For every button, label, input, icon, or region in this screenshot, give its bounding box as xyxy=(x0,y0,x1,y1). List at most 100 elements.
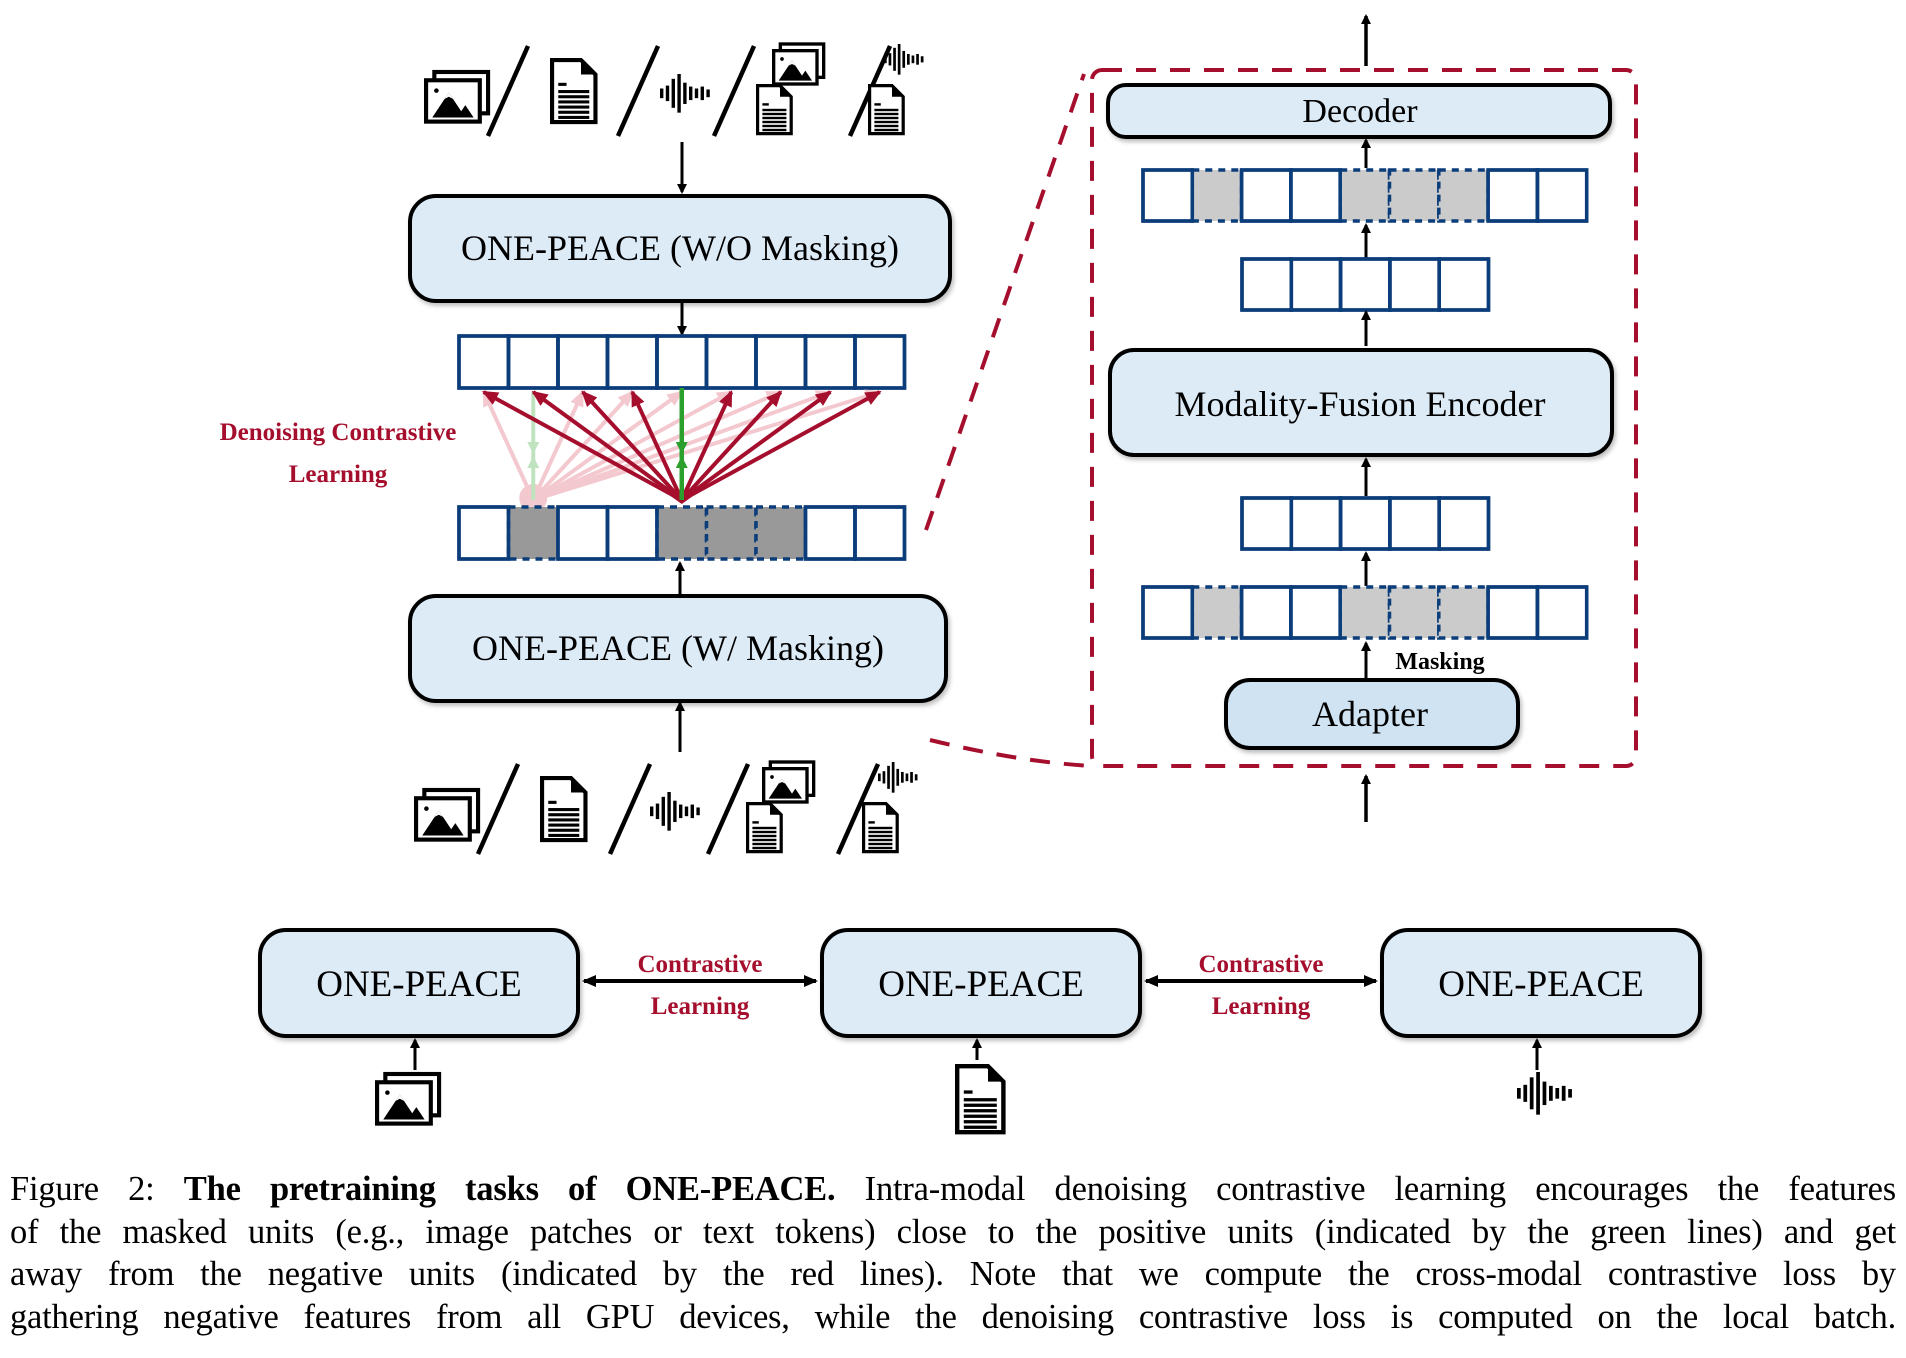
modality-separator xyxy=(607,763,653,855)
cross-modal-encoder-label: ONE-PEACE xyxy=(316,964,522,1005)
pretraining-diagram: ONE-PEACE (W/O Masking) Denoising Contra… xyxy=(220,14,1702,1135)
cross-modal-encoder: ONE-PEACE xyxy=(1380,928,1702,1115)
document-icon xyxy=(955,1064,1006,1135)
encoder-with-masking-label: ONE-PEACE (W/ Masking) xyxy=(472,628,884,668)
bottom-input-modalities xyxy=(414,760,918,855)
token xyxy=(803,505,857,561)
token xyxy=(457,505,511,561)
token xyxy=(506,334,560,390)
encoder-output-row xyxy=(1240,257,1491,312)
token xyxy=(605,334,659,390)
decoder: Decoder xyxy=(1106,83,1612,139)
masked-input-row xyxy=(1141,585,1589,640)
masked-token-row xyxy=(457,505,907,561)
token xyxy=(1239,168,1293,223)
denoising-label-line1: Denoising Contrastive xyxy=(220,419,457,446)
modality-fusion-encoder-label: Modality-Fusion Encoder xyxy=(1175,384,1546,424)
modality-fusion-encoder: Modality-Fusion Encoder xyxy=(1108,348,1614,457)
audio-text-icon xyxy=(868,44,924,136)
modality-separator xyxy=(835,763,881,855)
encoder-with-masking: ONE-PEACE (W/ Masking) xyxy=(408,594,948,703)
document-icon xyxy=(746,802,783,854)
masked-token xyxy=(1190,168,1244,223)
modality-separator xyxy=(711,45,757,137)
masked-token xyxy=(1387,585,1441,640)
audio-text-icon xyxy=(862,762,918,854)
audio-wave-icon xyxy=(884,44,924,75)
unmasked-token-row xyxy=(457,334,907,390)
denoising-contrastive-arrows xyxy=(481,388,882,512)
token xyxy=(1535,585,1589,640)
document-icon xyxy=(550,58,598,125)
masked-token xyxy=(704,505,758,561)
audio-wave-icon xyxy=(650,792,700,831)
figure-caption: Figure 2: The pretraining tasks of ONE-P… xyxy=(10,1168,1896,1338)
token-outline xyxy=(1289,585,1342,640)
callout-connector-top xyxy=(924,73,1086,531)
document-icon xyxy=(540,776,588,843)
image-icon xyxy=(772,42,826,86)
caption-line1-rest: Intra-modal denoising contrastive learni… xyxy=(835,1170,1897,1208)
positive-link-arrows xyxy=(675,442,688,468)
token xyxy=(853,505,907,561)
token xyxy=(1141,585,1195,640)
token xyxy=(853,334,907,390)
token-outline xyxy=(1141,168,1195,223)
caption-title: The pretraining tasks of ONE-PEACE. xyxy=(183,1170,836,1208)
token xyxy=(1141,168,1195,223)
negative-link xyxy=(680,390,882,502)
negative-link-faint xyxy=(481,390,536,501)
callout-connector-bottom xyxy=(929,738,1093,768)
positive-link-faint-arrows xyxy=(527,442,540,468)
negative-link xyxy=(680,390,783,502)
modality-separator xyxy=(615,45,661,137)
token xyxy=(1486,168,1540,223)
cross-modal-encoder-label: ONE-PEACE xyxy=(878,964,1084,1005)
cross-modal-encoder: ONE-PEACE xyxy=(258,928,580,1126)
token xyxy=(1338,257,1392,312)
cross-modal-encoder-label: ONE-PEACE xyxy=(1438,964,1644,1005)
masked-token xyxy=(655,505,709,561)
token xyxy=(1437,496,1491,551)
caption-line-3: away from the negative units (indicated … xyxy=(10,1255,1896,1293)
token xyxy=(1240,496,1294,551)
token xyxy=(1486,585,1540,640)
negative-link xyxy=(680,390,832,502)
token-outline xyxy=(853,334,907,390)
token xyxy=(754,334,808,390)
caption-line-4: gathering negative features from all GPU… xyxy=(10,1297,1896,1336)
masked-token xyxy=(1437,168,1490,223)
token xyxy=(803,334,857,390)
encoder-input-row xyxy=(1240,496,1491,551)
image-icon xyxy=(762,760,816,804)
masked-token xyxy=(1338,585,1392,640)
audio-wave-icon xyxy=(660,74,710,113)
caption-prefix: Figure 2: xyxy=(10,1170,184,1208)
modality-separator xyxy=(705,763,751,855)
masked-token xyxy=(1387,168,1441,223)
audio-wave-icon xyxy=(1517,1072,1572,1115)
zoom-callout xyxy=(924,68,1638,768)
contrastive-label-line1: Contrastive xyxy=(1199,951,1324,978)
adapter-label: Adapter xyxy=(1312,694,1428,734)
document-icon xyxy=(868,84,905,136)
token xyxy=(556,334,610,390)
token-outline xyxy=(457,505,511,561)
decoder-label: Decoder xyxy=(1302,93,1418,130)
decoder-token-row xyxy=(1141,168,1589,223)
encoder-without-masking: ONE-PEACE (W/O Masking) xyxy=(408,194,952,303)
image-text-icon xyxy=(746,760,816,854)
token-outline xyxy=(605,505,659,561)
callout-region xyxy=(1090,68,1638,768)
token xyxy=(704,334,758,390)
document-icon xyxy=(756,84,793,136)
token xyxy=(457,334,511,390)
image-icon xyxy=(414,787,481,842)
token xyxy=(1437,257,1491,312)
masked-token xyxy=(506,505,560,561)
caption-line-2: of the masked units (e.g., image patches… xyxy=(10,1212,1896,1251)
modality-separator xyxy=(485,45,531,137)
adapter: Adapter xyxy=(1224,678,1520,750)
